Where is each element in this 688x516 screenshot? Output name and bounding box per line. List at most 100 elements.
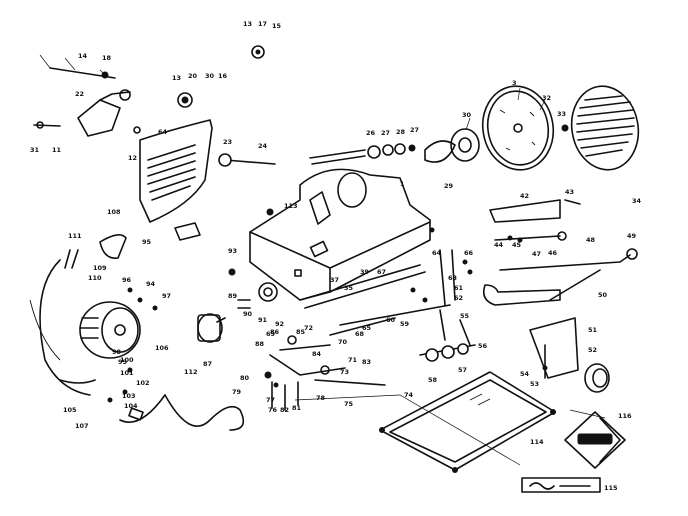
callout-108: 108	[107, 208, 121, 216]
callout-54: 54	[520, 370, 530, 378]
callout-62: 62	[454, 294, 463, 302]
callout-55: 55	[460, 312, 470, 320]
callout-87: 87	[203, 360, 212, 368]
callout-20: 20	[188, 72, 198, 80]
callout-110: 110	[88, 274, 102, 282]
callout-42: 42	[520, 192, 529, 200]
callout-18: 18	[102, 54, 112, 62]
callout-99: 99	[118, 358, 128, 366]
callout-71: 71	[348, 356, 358, 364]
callout-30-b: 30	[462, 111, 472, 119]
callout-61: 61	[454, 284, 464, 292]
callout-115: 115	[604, 484, 618, 492]
callout-48: 48	[586, 236, 596, 244]
callout-106: 106	[155, 344, 169, 352]
callout-60: 60	[386, 316, 396, 324]
callout-82: 82	[280, 406, 289, 414]
callout-13: 13	[243, 20, 252, 28]
callout-59: 59	[400, 320, 410, 328]
callout-113: 113	[284, 202, 298, 210]
callout-45: 45	[512, 241, 522, 249]
callout-100: 100	[120, 356, 134, 364]
callout-15: 15	[272, 22, 282, 30]
callout-57: 57	[458, 366, 467, 374]
callout-34: 34	[632, 197, 642, 205]
callout-3: 3	[512, 79, 517, 87]
callout-56: 56	[478, 342, 488, 350]
callout-103: 103	[122, 392, 136, 400]
callout-69: 69	[266, 330, 276, 338]
feed-carriage	[482, 199, 638, 306]
callout-67: 67	[377, 268, 386, 276]
callout-81: 81	[292, 404, 302, 412]
callout-66: 66	[464, 249, 474, 257]
callout-65: 65	[362, 324, 372, 332]
callout-63: 63	[448, 274, 457, 282]
callout-92: 92	[275, 320, 284, 328]
callout-27-b: 27	[410, 126, 419, 134]
callout-44: 44	[494, 241, 504, 249]
callout-76: 76	[268, 406, 278, 414]
callout-27: 27	[381, 129, 390, 137]
callout-33: 33	[557, 110, 566, 118]
carriage-shafts	[264, 264, 451, 411]
callout-90: 90	[243, 310, 253, 318]
callout-29: 29	[444, 182, 454, 190]
callout-23: 23	[223, 138, 232, 146]
callout-91: 91	[258, 316, 268, 324]
callout-64-b: 64	[432, 249, 442, 257]
callout-24: 24	[258, 142, 268, 150]
pulley-hub	[309, 128, 480, 165]
base-tray	[379, 371, 556, 473]
callout-83: 83	[362, 358, 371, 366]
small-fasteners	[107, 208, 548, 403]
callout-64: 64	[158, 128, 168, 136]
callout-79: 79	[232, 388, 242, 396]
callout-89: 89	[228, 292, 238, 300]
callout-109: 109	[93, 264, 107, 272]
callout-111: 111	[68, 232, 82, 240]
callout-53: 53	[530, 380, 539, 388]
callout-97: 97	[162, 292, 171, 300]
callout-84: 84	[312, 350, 322, 358]
callout-39: 39	[360, 268, 370, 276]
callout-73: 73	[340, 368, 349, 376]
callout-32: 32	[542, 94, 551, 102]
callout-13-b: 13	[172, 74, 181, 82]
callout-17: 17	[258, 20, 267, 28]
callout-75: 75	[344, 400, 354, 408]
leader-lines	[39, 54, 606, 466]
callout-70: 70	[338, 338, 348, 346]
callout-31: 31	[30, 146, 40, 154]
motor-assembly	[29, 234, 141, 396]
callout-labels: 13 17 15 14 18 20 22 31 11 13 30 16 12 6…	[30, 20, 642, 492]
callout-96: 96	[122, 276, 132, 284]
callout-102: 102	[136, 379, 150, 387]
callout-94: 94	[146, 280, 156, 288]
nameplate	[521, 477, 601, 493]
callout-93: 93	[228, 247, 237, 255]
callout-88: 88	[255, 340, 265, 348]
main-housing	[249, 168, 431, 301]
callout-16: 16	[218, 72, 228, 80]
callout-104: 104	[124, 402, 138, 410]
callout-74: 74	[404, 391, 414, 399]
gauge-mechanism	[419, 249, 476, 362]
callout-52: 52	[588, 346, 597, 354]
left-deflector-plate	[139, 119, 213, 241]
callout-11: 11	[52, 146, 62, 154]
callout-30: 30	[205, 72, 215, 80]
callout-85: 85	[296, 328, 306, 336]
motor-knob	[197, 282, 278, 343]
callout-86: 86	[270, 328, 280, 336]
sharpener-bracket	[529, 317, 610, 393]
power-cord	[119, 394, 245, 431]
callout-35: 35	[344, 284, 354, 292]
callout-1: 1	[400, 180, 405, 188]
callout-112: 112	[184, 368, 198, 376]
callout-49: 49	[627, 232, 637, 240]
blade-guard	[561, 85, 640, 171]
callout-101: 101	[120, 369, 134, 377]
